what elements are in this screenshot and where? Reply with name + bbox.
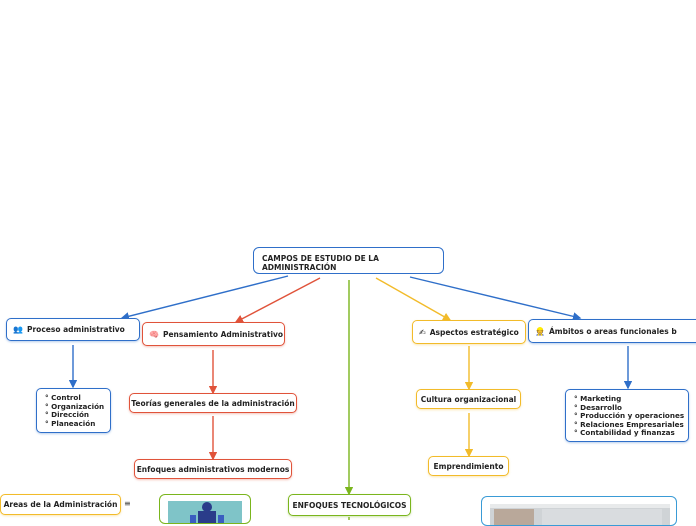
brain-icon: 🧠	[149, 329, 159, 339]
pensamiento-label: Pensamiento Administrativo	[162, 329, 284, 339]
edge-root-pensamiento	[234, 277, 321, 323]
writing-hand-icon: ✍	[419, 327, 426, 337]
ambitos-items-list: Marketing Desarrollo Producción y operac…	[574, 394, 684, 438]
ambitos-label: Ámbitos o areas funcionales b	[548, 326, 677, 336]
teorias-node[interactable]: Teorías generales de la administración	[129, 393, 297, 413]
list-item: Producción y operaciones	[574, 411, 684, 421]
menu-icon[interactable]: ≡	[124, 499, 131, 508]
areas-node[interactable]: Areas de la Administración	[0, 494, 121, 515]
proceso-label: Proceso administrativo	[26, 325, 125, 334]
ambitos-items-node[interactable]: Marketing Desarrollo Producción y operac…	[565, 389, 689, 442]
pensamiento-node[interactable]: 🧠 Pensamiento Administrativo	[142, 322, 285, 346]
proceso-items-node[interactable]: Control Organización Dirección Planeació…	[36, 388, 111, 433]
emprendimiento-label: Emprendimiento	[433, 461, 504, 471]
cultura-node[interactable]: Cultura organizacional	[416, 389, 521, 409]
list-item: Marketing	[574, 394, 684, 404]
list-item: Organización	[45, 402, 104, 412]
ambitos-node[interactable]: 👷 Ámbitos o areas funcionales b	[528, 319, 696, 343]
proceso-items-list: Control Organización Dirección Planeació…	[45, 393, 104, 429]
enfoques-node[interactable]: Enfoques administrativos modernos	[134, 459, 292, 479]
list-item: Control	[45, 393, 104, 403]
edge-root-ambitos	[409, 276, 582, 321]
edge-root-aspectos	[375, 277, 452, 321]
edge-root-proceso	[120, 275, 289, 321]
aspectos-node[interactable]: ✍ Aspectos estratégico	[412, 320, 526, 344]
emprendimiento-node[interactable]: Emprendimiento	[428, 456, 509, 476]
people-icon: 👥	[13, 325, 23, 334]
proceso-node[interactable]: 👥 Proceso administrativo	[6, 318, 140, 341]
list-item: Relaciones Empresariales	[574, 420, 684, 430]
photo-image[interactable]	[481, 496, 677, 526]
areas-label: Areas de la Administración	[3, 500, 118, 509]
list-item: Contabilidad y finanzas	[574, 428, 684, 438]
list-item: Dirección	[45, 410, 104, 420]
tecnologicos-node[interactable]: ENFOQUES TECNOLÓGICOS	[288, 494, 411, 516]
list-item: Planeación	[45, 419, 104, 429]
root-title: CAMPOS DE ESTUDIO DE LA ADMINISTRACIÓN	[262, 254, 379, 272]
cultura-label: Cultura organizacional	[420, 394, 517, 404]
aspectos-label: Aspectos estratégico	[429, 327, 519, 337]
photo-art	[490, 504, 670, 525]
list-item: Desarrollo	[574, 403, 684, 413]
enfoques-label: Enfoques administrativos modernos	[136, 464, 290, 474]
tecnologicos-label: ENFOQUES TECNOLÓGICOS	[292, 500, 407, 510]
root-node[interactable]: CAMPOS DE ESTUDIO DE LA ADMINISTRACIÓN	[253, 247, 444, 274]
workers-icon: 👷	[535, 326, 545, 336]
teorias-label: Teorías generales de la administración	[131, 398, 295, 408]
